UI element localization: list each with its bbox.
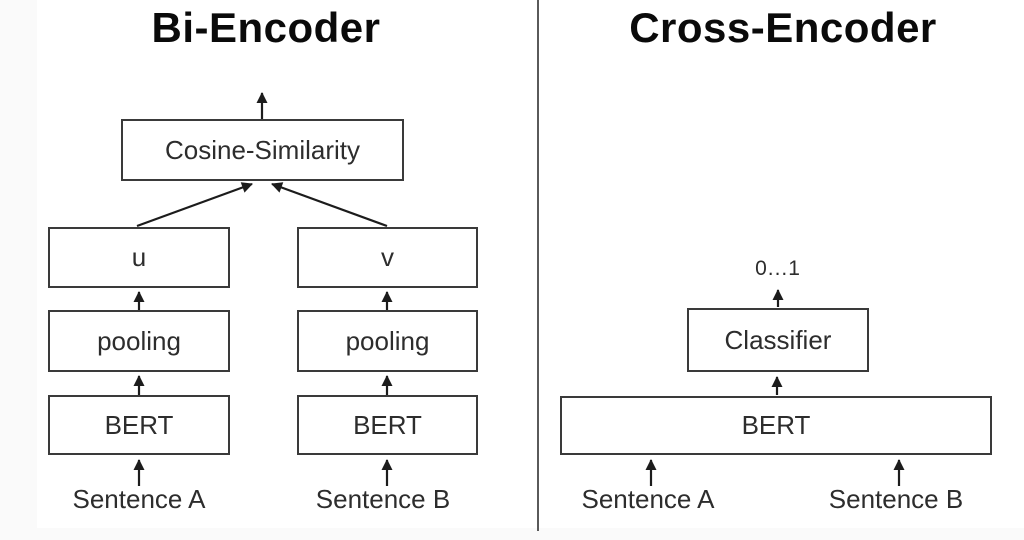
classifier-label: Classifier <box>724 324 832 355</box>
u-embedding-label: u <box>131 242 147 272</box>
bi-sentence-b-label: Sentence B <box>315 484 451 514</box>
pooling-a-box: pooling <box>48 310 230 372</box>
v-embedding-box: v <box>297 227 478 288</box>
bert-a-label: BERT <box>104 409 174 440</box>
pooling-b-box: pooling <box>297 310 478 372</box>
panel-divider-line <box>537 0 539 531</box>
cross-sentence-b-label: Sentence B <box>828 484 964 514</box>
bert-cross-label: BERT <box>741 410 811 440</box>
cosine-similarity-label: Cosine-Similarity <box>164 134 361 165</box>
bert-b-box: BERT <box>297 395 478 455</box>
arrow-v-to-cosine <box>271 182 388 228</box>
arrow-u-to-cosine <box>136 182 253 228</box>
bert-b-label: BERT <box>353 409 422 440</box>
score-range-label: 0...1 <box>755 257 801 280</box>
left-margin-strip <box>0 0 37 540</box>
bert-cross-box: BERT <box>560 396 992 455</box>
pooling-b-label: pooling <box>345 325 430 356</box>
bert-a-box: BERT <box>48 395 230 455</box>
pooling-a-label: pooling <box>97 325 181 356</box>
bi-sentence-a-label: Sentence A <box>72 484 206 514</box>
u-embedding-box: u <box>48 227 230 288</box>
cross-encoder-title: Cross-Encoder <box>629 4 937 51</box>
bottom-margin-strip <box>0 528 1024 540</box>
bi-encoder-title: Bi-Encoder <box>151 4 381 51</box>
cross-sentence-a-label: Sentence A <box>581 484 715 514</box>
cosine-similarity-box: Cosine-Similarity <box>121 119 404 181</box>
classifier-box: Classifier <box>687 308 869 372</box>
v-embedding-label: v <box>381 242 394 272</box>
